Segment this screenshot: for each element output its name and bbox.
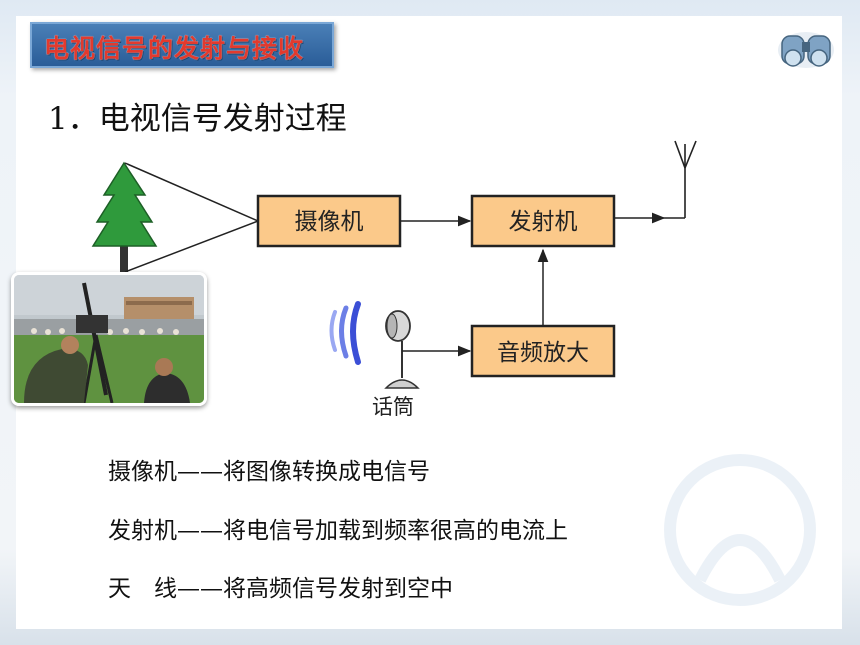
view-cone-top <box>124 162 259 222</box>
amplifier-label: 音频放大 <box>497 340 589 366</box>
amplifier-box: 音频放大 <box>470 324 616 378</box>
camera-label: 摄像机 <box>295 209 364 235</box>
title-banner: 电视信号的发射与接收 <box>30 22 334 68</box>
mic-label: 话筒 <box>372 395 414 419</box>
view-cone-bottom <box>124 220 259 273</box>
antenna-icon <box>674 140 697 218</box>
camera-box: 摄像机 <box>256 194 402 248</box>
transmitter-box: 发射机 <box>470 194 616 248</box>
slide-title: 电视信号的发射与接收 <box>44 34 305 63</box>
description-antenna: 天 线——将高频信号发射到空中 <box>108 576 453 602</box>
description-camera: 摄像机——将图像转换成电信号 <box>108 459 430 485</box>
description-transmitter: 发射机——将电信号加载到频率很高的电流上 <box>108 518 568 544</box>
microphone-icon <box>384 310 420 389</box>
binoculars-icon <box>778 32 834 68</box>
sound-wave-icon <box>329 301 361 365</box>
watermark-emblem <box>664 454 816 606</box>
transmitter-label: 发射机 <box>509 209 578 235</box>
section-heading: 1．电视信号发射过程 <box>48 101 347 137</box>
camera-operator-photo <box>11 272 207 406</box>
tree-icon <box>91 161 158 276</box>
